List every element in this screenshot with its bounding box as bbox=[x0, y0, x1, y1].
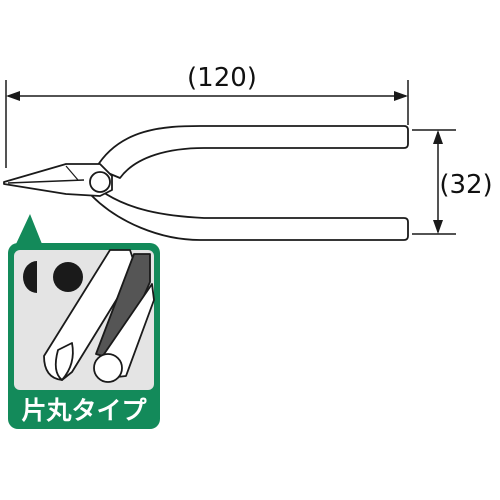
width-arrow-top bbox=[433, 130, 443, 144]
jaw-type-callout: 片丸タイプ bbox=[8, 214, 160, 429]
upper-handle bbox=[95, 125, 409, 179]
jaw-tips-closeup bbox=[43, 249, 155, 383]
flat-jaw-face bbox=[54, 342, 74, 381]
pivot-rivet bbox=[89, 171, 111, 193]
round-jaw-face bbox=[93, 353, 123, 383]
pliers-illustration bbox=[3, 125, 409, 241]
half-round-jaw-symbol bbox=[23, 261, 37, 293]
jaw-split-line bbox=[7, 179, 85, 184]
width-arrow-bottom bbox=[433, 220, 443, 234]
jaw-split-line-2 bbox=[65, 165, 79, 181]
width-label: (32) bbox=[439, 170, 492, 200]
length-dimension: (120) bbox=[5, 63, 409, 168]
length-label: (120) bbox=[187, 63, 257, 93]
round-jaw-symbol bbox=[53, 262, 83, 292]
callout-caption: 片丸タイプ bbox=[21, 396, 147, 425]
callout-pointer bbox=[16, 214, 42, 244]
length-arrow-right bbox=[394, 91, 408, 101]
width-dimension: (32) bbox=[412, 129, 493, 235]
jaw-nose bbox=[3, 163, 113, 197]
lower-handle bbox=[91, 189, 409, 241]
length-arrow-left bbox=[6, 91, 20, 101]
